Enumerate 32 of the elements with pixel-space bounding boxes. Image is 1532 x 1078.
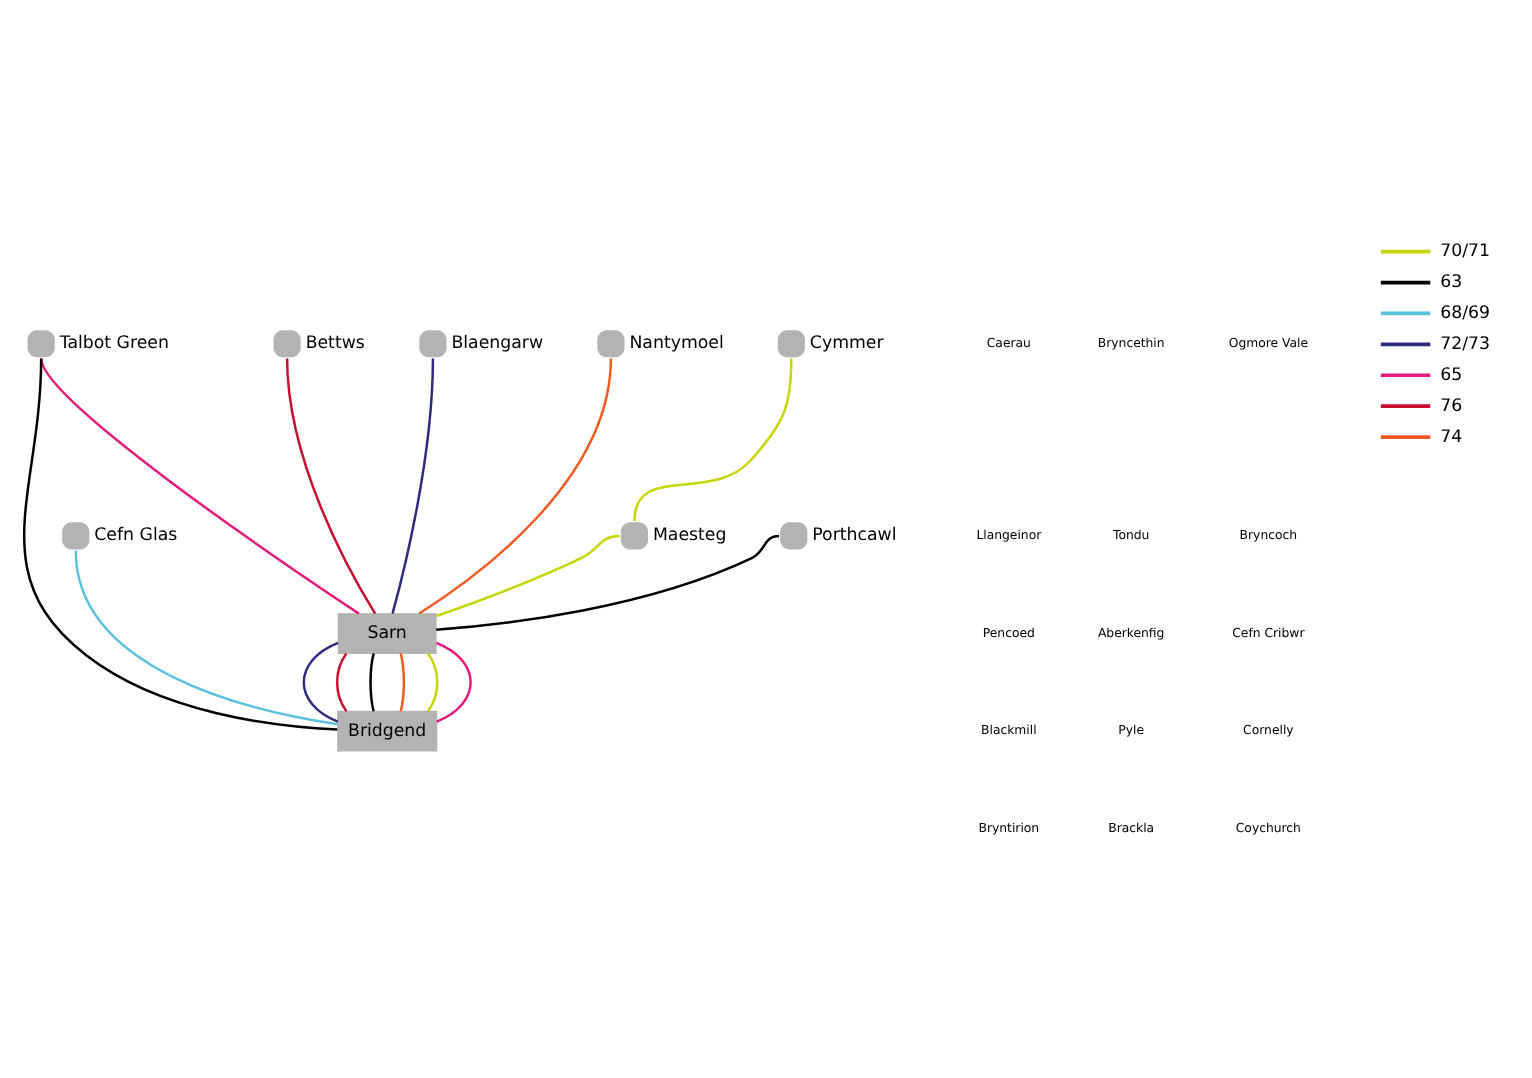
- legend-label: 65: [1440, 365, 1463, 386]
- node-label: Nantymoel: [629, 334, 724, 355]
- connector: [435, 641, 472, 723]
- connector: [285, 358, 377, 615]
- connector: [399, 653, 406, 712]
- legend-label: 70/71: [1440, 242, 1490, 263]
- connector: [302, 641, 339, 723]
- legend-label: 63: [1440, 273, 1463, 294]
- node-box: Sarn: [337, 613, 437, 654]
- node-label: Cefn Glas: [94, 526, 178, 547]
- node-label: Porthcawl: [812, 526, 897, 547]
- legend-label: 74: [1440, 427, 1463, 448]
- connector: [418, 358, 613, 615]
- legend-label: 68/69: [1440, 304, 1490, 325]
- node-label: Talbot Green: [59, 334, 169, 355]
- connector: [426, 652, 439, 712]
- connector: [435, 534, 620, 618]
- connector: [74, 550, 338, 726]
- node-label: Bettws: [305, 334, 365, 355]
- connector: [633, 358, 793, 522]
- connector: [23, 358, 338, 731]
- node-box: Bridgend: [337, 710, 438, 752]
- connector: [391, 358, 435, 614]
- node-label: Blaengarw: [451, 334, 544, 355]
- connector: [436, 534, 780, 632]
- connector: [369, 653, 375, 712]
- legend-label: 76: [1440, 396, 1463, 417]
- legend-label: 72/73: [1440, 334, 1490, 355]
- node-label: Maesteg: [652, 526, 727, 547]
- connector: [40, 358, 360, 615]
- node-label: Cymmer: [809, 334, 884, 355]
- connector: [336, 652, 348, 712]
